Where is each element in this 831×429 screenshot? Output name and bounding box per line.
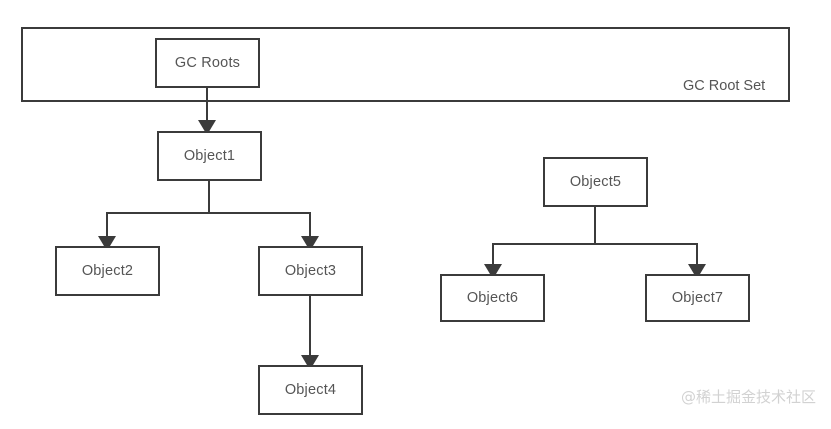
edge-object1-branchbar	[107, 181, 311, 214]
node-object1[interactable]: Object1	[157, 131, 262, 181]
node-object2[interactable]: Object2	[55, 246, 160, 296]
edge-object5-branchbar	[492, 207, 698, 245]
node-object3[interactable]: Object3	[258, 246, 363, 296]
gc-root-set-container	[21, 27, 790, 102]
node-object7[interactable]: Object7	[645, 274, 750, 322]
node-object6[interactable]: Object6	[440, 274, 545, 322]
watermark: @稀土掘金技术社区	[681, 388, 817, 406]
node-gc-roots[interactable]: GC Roots	[155, 38, 260, 88]
gc-root-set-label: GC Root Set	[683, 78, 766, 94]
node-object4[interactable]: Object4	[258, 365, 363, 415]
node-object5[interactable]: Object5	[543, 157, 648, 207]
